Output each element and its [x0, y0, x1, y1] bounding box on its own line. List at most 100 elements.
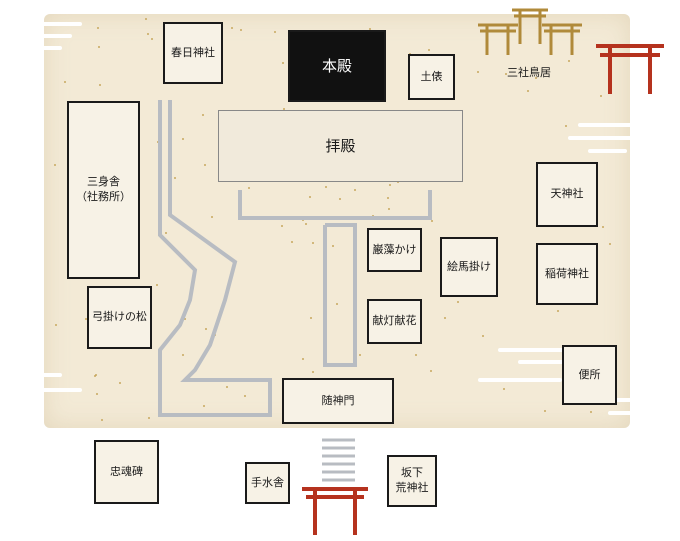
paper-speck: [358, 354, 361, 357]
paper-speck: [147, 417, 150, 420]
paper-speck: [282, 108, 285, 111]
paper-speck: [324, 185, 327, 188]
paper-speck: [119, 382, 122, 385]
paper-speck: [95, 373, 98, 376]
paper-speck: [456, 300, 459, 303]
paper-speck: [240, 29, 243, 32]
paper-speck: [97, 45, 100, 48]
paper-speck: [84, 318, 87, 321]
main-torii-icon: [302, 487, 368, 535]
paper-speck: [274, 30, 277, 33]
dohyo-label: 土俵: [420, 69, 443, 83]
paper-speck: [557, 310, 560, 313]
ema-kake[interactable]: 絵馬掛け: [440, 237, 498, 297]
kojin-label: 荒神社: [395, 481, 429, 494]
chukonhi-monument[interactable]: 忠魂碑: [94, 440, 159, 504]
paper-speck: [338, 197, 341, 200]
yumikake-label: 弓掛けの松: [92, 310, 147, 324]
honden-label: 本殿: [321, 56, 352, 75]
paper-speck: [430, 220, 433, 223]
paper-speck: [309, 317, 312, 320]
kento-kenka[interactable]: 献灯献花: [367, 299, 422, 344]
tenjin-label: 天神社: [550, 187, 584, 201]
paper-speck: [336, 302, 339, 305]
paper-speck: [247, 186, 250, 189]
paper-speck: [165, 231, 168, 234]
paper-speck: [567, 60, 570, 63]
paper-speck: [609, 242, 612, 245]
paper-speck: [429, 370, 432, 373]
kasuga-shrine[interactable]: 春日神社: [163, 22, 223, 84]
sansha-torii-icon: [478, 8, 582, 55]
paper-speck: [534, 76, 537, 79]
haiden-label: 拝殿: [325, 136, 356, 155]
paper-speck: [183, 317, 186, 320]
kento-label: 献灯献花: [372, 314, 417, 328]
paper-speck: [94, 374, 97, 377]
path-network: [158, 100, 432, 417]
side-torii-icon: [596, 44, 664, 94]
paper-speck: [204, 163, 207, 166]
paper-speck: [173, 177, 176, 180]
paper-speck: [312, 371, 315, 374]
paper-speck: [95, 393, 98, 396]
paper-speck: [97, 26, 100, 29]
paper-speck: [408, 52, 411, 55]
inari-label: 稲荷神社: [545, 266, 589, 280]
paper-speck: [589, 410, 592, 413]
paper-speck: [64, 80, 67, 83]
paper-speck: [477, 71, 480, 74]
kasuga-shrine-label: 春日神社: [171, 45, 215, 59]
paper-speck: [155, 284, 158, 287]
paper-speck: [601, 226, 604, 229]
honden-main-hall[interactable]: 本殿: [288, 30, 386, 102]
sakashita-kojin-shrine[interactable]: 坂下 荒神社: [387, 455, 437, 507]
temizuya-label: 手水舎: [251, 475, 284, 489]
sakashita-label: 坂下: [401, 466, 423, 480]
paper-speck: [231, 26, 234, 29]
paper-speck: [205, 328, 208, 331]
zuishinmon-gate[interactable]: 随神門: [282, 378, 394, 424]
paper-speck: [527, 90, 530, 93]
haiden-worship-hall[interactable]: 拝殿: [218, 110, 463, 182]
paper-speck: [543, 410, 546, 413]
paper-speck: [415, 353, 418, 356]
paper-speck: [225, 385, 228, 388]
paper-speck: [151, 38, 154, 41]
inari-shrine[interactable]: 稲荷神社: [536, 243, 598, 305]
paper-speck: [331, 245, 334, 248]
paper-speck: [182, 354, 185, 357]
paper-speck: [291, 240, 294, 243]
iwamo-label: 巌藻かけ: [372, 242, 417, 256]
ema-label: 絵馬掛け: [447, 259, 491, 273]
paper-speck: [599, 94, 602, 97]
paper-speck: [302, 357, 305, 360]
paper-speck: [203, 405, 206, 408]
paper-speck: [54, 324, 57, 327]
paper-speck: [387, 207, 390, 210]
paper-speck: [309, 195, 312, 198]
paper-speck: [386, 196, 389, 199]
paper-speck: [54, 163, 57, 166]
paper-speck: [565, 125, 568, 128]
restroom[interactable]: 便所: [562, 345, 617, 405]
paper-speck: [304, 223, 307, 226]
chukonhi-label: 忠魂碑: [110, 464, 143, 478]
paper-speck: [444, 316, 447, 319]
yumikake-pine[interactable]: 弓掛けの松: [87, 286, 152, 349]
paper-speck: [281, 62, 284, 65]
paper-speck: [201, 113, 204, 116]
sanshinsha-label: 三身舎: [87, 175, 120, 189]
central-path: [323, 223, 357, 367]
sanshinsha-office[interactable]: 三身舎 （社務所）: [67, 101, 140, 279]
iwamo-kake[interactable]: 巌藻かけ: [367, 228, 422, 272]
dohyo[interactable]: 土俵: [408, 54, 455, 100]
sansha-torii-label: 三社鳥居: [507, 66, 551, 79]
tenjin-shrine[interactable]: 天神社: [536, 162, 598, 227]
temizuya[interactable]: 手水舎: [245, 462, 290, 504]
paper-speck: [101, 419, 104, 422]
haiden-front-path: [238, 190, 432, 220]
restroom-label: 便所: [578, 367, 601, 381]
paper-speck: [312, 242, 315, 245]
